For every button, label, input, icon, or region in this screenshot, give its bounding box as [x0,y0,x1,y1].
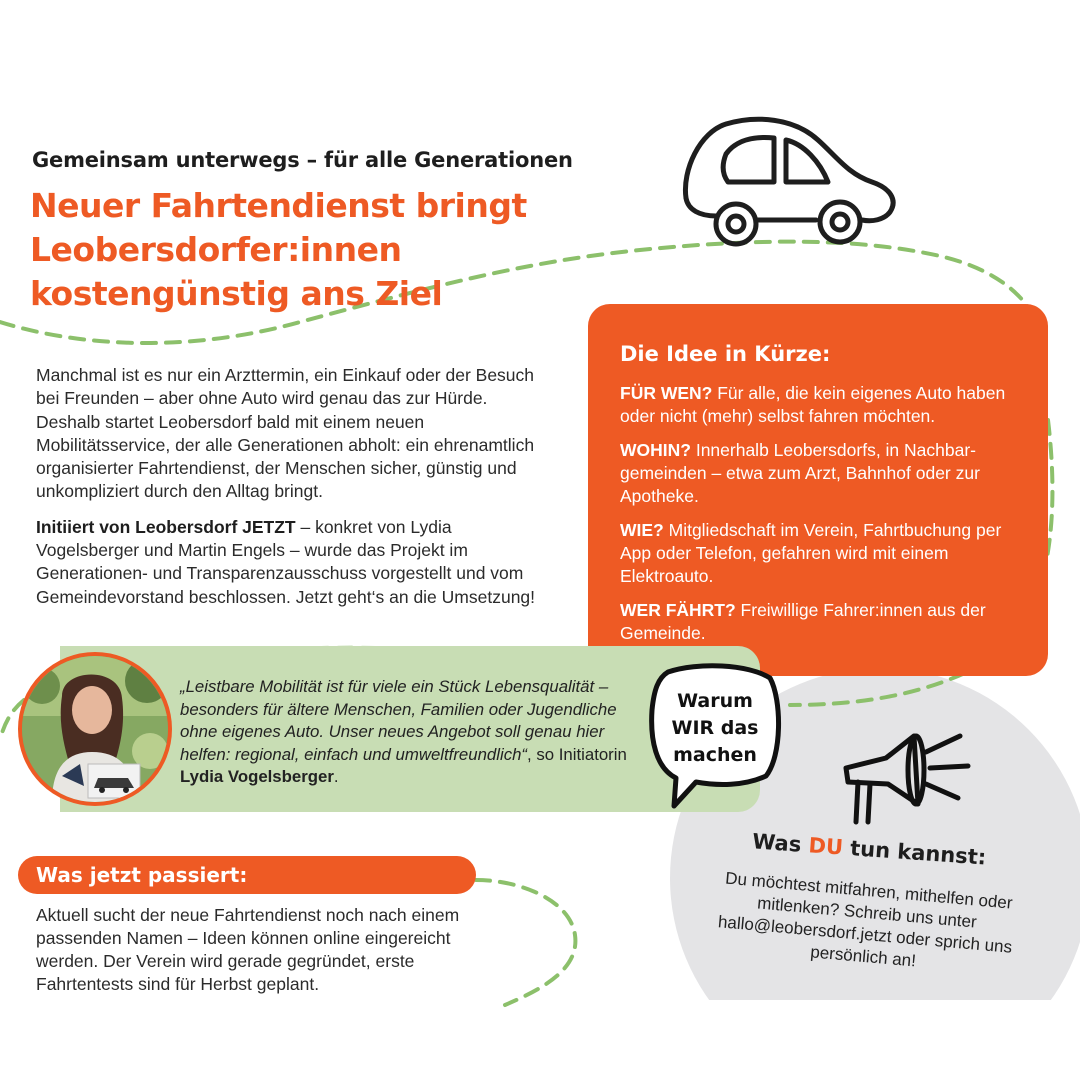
quote-attribution-name: Lydia Vogelsberger [180,767,334,787]
idea-box: Die Idee in Kürze: FÜR WEN? Für alle, di… [588,304,1048,676]
quote-body: „Leistbare Mobilität ist für viele ein S… [180,677,617,764]
car-icon [682,116,896,247]
headline: Neuer Fahrtendienst bringt Leobersdorfer… [30,184,590,316]
headline-line-3: kostengünstig ans Ziel [30,274,443,313]
portrait-photo [18,652,172,806]
headline-line-1: Neuer Fahrtendienst bringt [30,186,527,225]
bubble-line-2: WIR das [671,717,759,739]
quote-attribution-suffix: . [333,767,339,787]
kicker: Gemeinsam unterwegs – für alle Generatio… [32,148,573,172]
idea-item-who: FÜR WEN? Für alle, die kein eigenes Auto… [620,382,1024,428]
speech-bubble-icon [649,663,782,809]
idea-item-label: WOHIN? [620,440,691,460]
intro-paragraph-1: Manchmal ist es nur ein Arzttermin, ein … [36,365,535,502]
idea-item-driver: WER FÄHRT? Freiwillige Fahrer:innen aus … [620,599,1024,645]
idea-item-label: WER FÄHRT? [620,600,736,620]
bubble-text: Warum WIR das machen [660,688,770,769]
du-title-before: Was [751,829,810,858]
idea-item-how: WIE? Mitgliedschaft im Verein, Fahrtbuch… [620,519,1024,588]
idea-item-where: WOHIN? Innerhalb Leobersdorfs, in Nachba… [620,439,1024,508]
quote-text: „Leistbare Mobilität ist für viele ein S… [180,676,650,789]
idea-item-text: Mitgliedschaft im Verein, Fahrtbuchung p… [620,520,1002,586]
du-title-accent: DU [807,833,844,860]
next-section-text: Aktuell sucht der neue Fahrtendienst noc… [36,905,460,994]
headline-line-2: Leobersdorfer:innen [30,230,402,269]
idea-box-title: Die Idee in Kürze: [620,342,831,366]
intro-initiator: Initiiert von Leobersdorf JETZT [36,516,296,537]
quote-band [60,646,760,812]
intro-text: Manchmal ist es nur ein Arzttermin, ein … [36,364,536,621]
bubble-line-1: Warum [677,690,753,712]
portrait-illustration [22,656,168,802]
bottom-cover [600,1000,1080,1080]
intro-paragraph-2: Initiiert von Leobersdorf JETZT – konkre… [36,516,536,609]
bubble-line-3: machen [673,744,757,766]
intro-paragraph-2-rest: – konkret von Lydia Vogelsberger und Mar… [36,516,536,607]
idea-item-label: WIE? [620,520,664,540]
idea-item-text: Innerhalb Leobersdorfs, in Nachbar-gemei… [620,440,980,506]
idea-item-text: Freiwillige Fahrer:innen aus der Gemeind… [620,600,986,643]
next-section-title: Was jetzt passiert: [18,856,476,894]
idea-item-text: Für alle, die kein eigenes Auto haben od… [620,383,1006,426]
idea-item-label: FÜR WEN? [620,383,713,403]
quote-attribution-prefix: , so Initiatorin [527,744,627,764]
megaphone-icon [843,733,971,825]
